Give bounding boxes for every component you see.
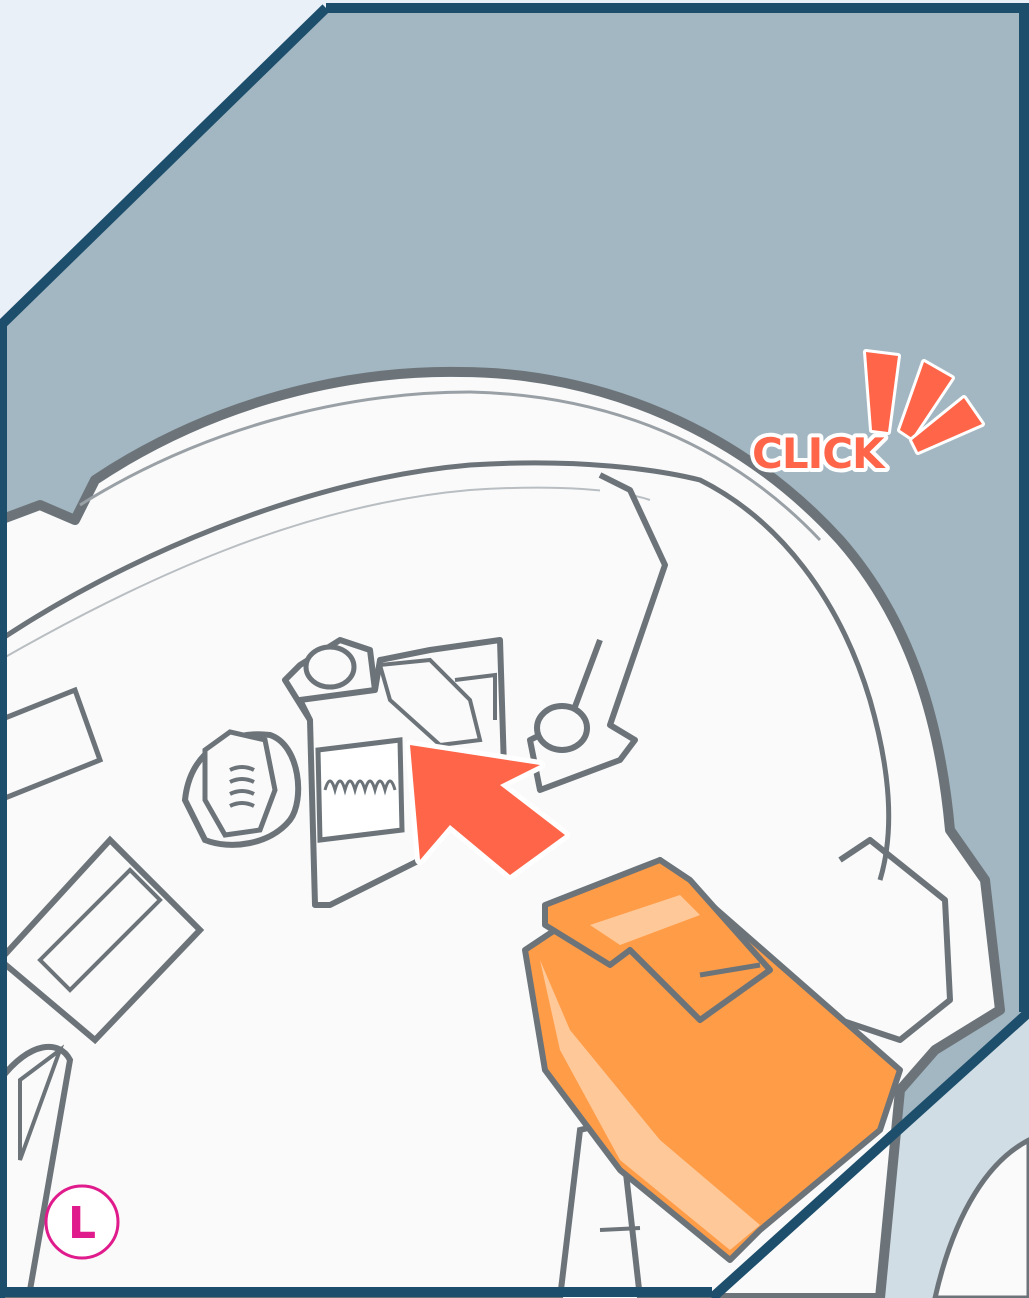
screw-head <box>205 732 275 835</box>
notch-line <box>600 1228 640 1230</box>
port-socket <box>318 740 402 840</box>
badge-letter: L <box>68 1198 96 1249</box>
click-label: CLICK <box>752 429 886 478</box>
port-top-post <box>306 647 354 687</box>
letter-badge-icon: L <box>46 1186 118 1258</box>
bracket-post <box>537 706 587 750</box>
